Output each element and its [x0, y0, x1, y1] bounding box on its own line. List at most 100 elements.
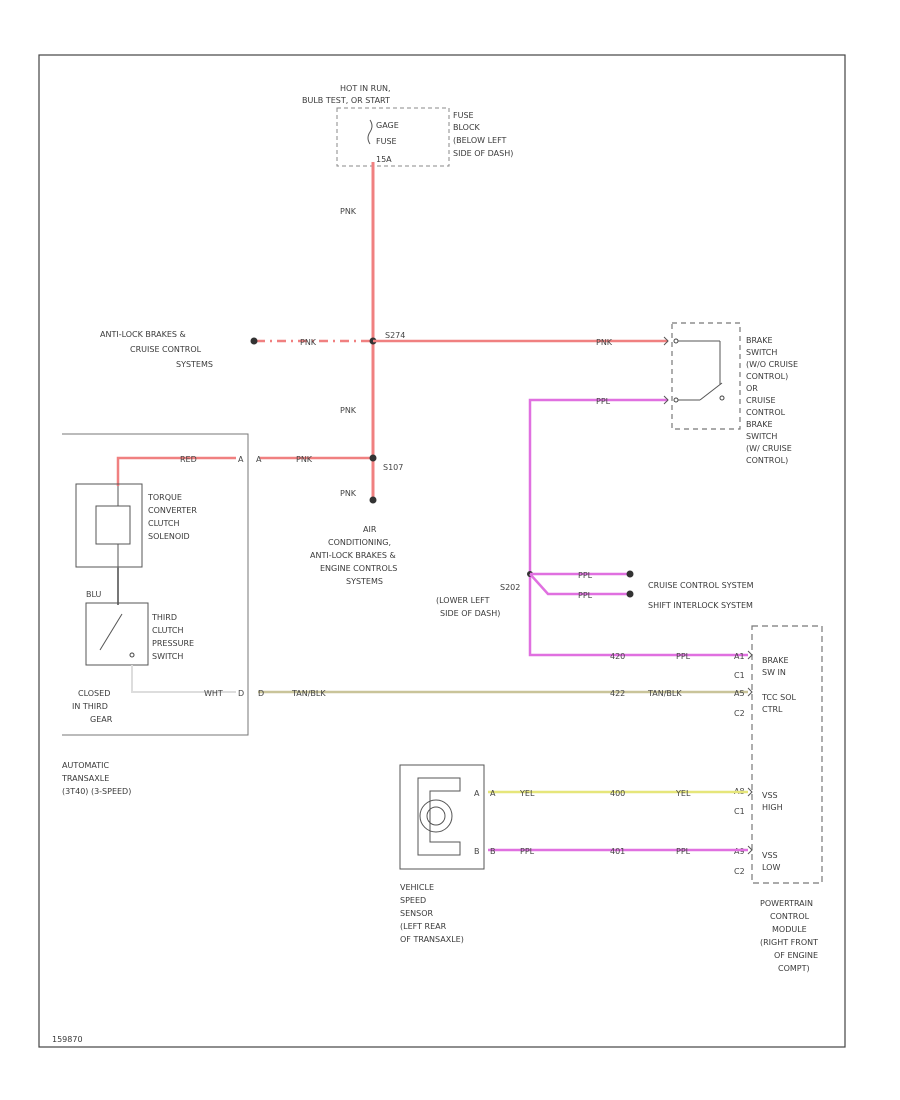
pin-mark-a9: [747, 845, 753, 855]
s202-label-l2: (LOWER LEFT: [436, 596, 490, 605]
vss-pin-b: B: [474, 847, 480, 856]
pcm-vss-high-conn: C1: [734, 807, 745, 816]
transaxle-pin-d: D: [238, 689, 244, 698]
vss-rotor: [419, 799, 453, 833]
closed-label-l2: IN THIRD: [72, 702, 108, 711]
fuse-block-label4: SIDE OF DASH): [453, 149, 513, 158]
pcm-brake-l1: BRAKE: [762, 656, 789, 665]
vss-low-num: 401: [610, 847, 625, 856]
vss-high-wire: YEL: [675, 789, 691, 798]
s202-branch-shift: [529, 573, 628, 596]
pcm-pin-marks: [663, 336, 753, 855]
brake-switch-l11: CONTROL): [746, 456, 788, 465]
s202-wire1: PPL: [578, 571, 593, 580]
tcc-label-l1: TORQUE: [147, 493, 182, 502]
third-clutch-blade: [99, 613, 123, 651]
s202-label-l3: SIDE OF DASH): [440, 609, 500, 618]
pcm-name-l2: CONTROL: [770, 912, 810, 921]
fuse-tag1: GAGE: [376, 121, 399, 130]
brake-switch-l3: (W/O CRUISE: [746, 360, 798, 369]
s202: PPL PPL S202 (LOWER LEFT SIDE OF DASH) C…: [436, 570, 754, 618]
abs-wire-label: PNK: [300, 338, 317, 347]
abs-label-line2: CRUISE CONTROL: [130, 345, 202, 354]
brake-switch-l10: (W/ CRUISE: [746, 444, 792, 453]
third-label-l1: THIRD: [151, 613, 177, 622]
pcm-tcc-l1: TCC SOL: [761, 693, 797, 702]
brake-switch-l5: OR: [746, 384, 758, 393]
vss-outer-box: [399, 764, 485, 870]
pnk-to-brake-label: PNK: [596, 338, 613, 347]
tan-wire-pin-d: D: [258, 689, 264, 698]
wire-label-pnk-top: PNK: [340, 207, 357, 216]
transaxle-name-l1: AUTOMATIC: [62, 761, 110, 770]
tan-blk-label-left: TAN/BLK: [291, 689, 326, 698]
brake-switch: BRAKE SWITCH (W/O CRUISE CONTROL) OR CRU…: [528, 322, 798, 657]
cruise-system-label: CRUISE CONTROL SYSTEM: [648, 581, 754, 590]
third-clutch-contact: [129, 652, 135, 658]
vss-low-wire: PPL: [676, 847, 691, 856]
pcm-brake-num: 420: [610, 652, 625, 661]
s107-dot: [369, 454, 377, 462]
tcc-solenoid-coil: [95, 505, 131, 545]
vss-pin-a-right: A: [490, 789, 496, 798]
brake-switch-l7: CONTROL: [746, 408, 786, 417]
pcm-vss-low-conn: C2: [734, 867, 745, 876]
pcm-name-l3: MODULE: [772, 925, 807, 934]
brake-switch-l4: CONTROL): [746, 372, 788, 381]
tcc-label-l4: SOLENOID: [148, 532, 190, 541]
pcm-name-l1: POWERTRAIN: [760, 899, 813, 908]
pcm-brake-conn: C1: [734, 671, 745, 680]
s202-wire2: PPL: [578, 591, 593, 600]
vss-wire-b-label: PPL: [520, 847, 535, 856]
footer-id: 159870: [52, 1035, 83, 1044]
pcm-name-l5: OF ENGINE: [774, 951, 818, 960]
vss-pin-b-right: B: [490, 847, 496, 856]
brake-switch-box: [671, 322, 741, 430]
pcm-name-l4: (RIGHT FRONT: [760, 938, 818, 947]
vss-high-num: 400: [610, 789, 625, 798]
pin-mark-brake-in: [663, 336, 669, 346]
vehicle-speed-sensor: A B A B YEL PPL 400 YEL 401 PPL VEHICLE …: [399, 764, 748, 944]
power-source-line2: BULB TEST, OR START: [302, 96, 390, 105]
tan-blk-num: 422: [610, 689, 625, 698]
vss-rotor-inner: [426, 806, 446, 826]
pcm-vss-low-l1: VSS: [762, 851, 778, 860]
fuse-block-label2: BLOCK: [453, 123, 481, 132]
transaxle-name-l2: TRANSAXLE: [61, 774, 109, 783]
ac-label-l1: AIR: [363, 525, 377, 534]
transaxle: A A RED TORQUE CONVERTER CLUTCH SOLENOID…: [61, 433, 262, 796]
brake-ppl-wire: [528, 398, 748, 657]
brake-switch-contact-bot: [673, 397, 679, 403]
tcc-solenoid-box: [75, 483, 143, 568]
wht-wire: [131, 665, 236, 693]
pcm-name-l6: COMPT): [778, 964, 810, 973]
transaxle-pin-a-right: A: [256, 455, 262, 464]
pcm-vss-low-pin: A9: [734, 847, 745, 856]
third-clutch-box: [85, 602, 149, 666]
shift-system-label: SHIFT INTERLOCK SYSTEM: [648, 601, 753, 610]
splice-s274-label: S274: [385, 331, 405, 340]
ac-label-l5: SYSTEMS: [346, 577, 383, 586]
transaxle-name-l3: (3T40) (3-SPEED): [62, 787, 131, 796]
s107-pnk-label: PNK: [296, 455, 313, 464]
wire-label-pnk-bot: PNK: [340, 489, 357, 498]
pcm-tcc-pin: A5: [734, 689, 745, 698]
cruise-connector-dot: [626, 570, 634, 578]
s202-label-l1: S202: [500, 583, 520, 592]
fuse-symbol: [367, 119, 373, 145]
pin-mark-a5: [747, 687, 753, 697]
fuse-block-label1: FUSE: [453, 111, 474, 120]
transaxle-red-wire: [116, 456, 236, 486]
fuse-tag2: FUSE: [376, 137, 397, 146]
shift-connector-dot: [626, 590, 634, 598]
pcm-brake-wire: PPL: [676, 652, 691, 661]
fuse-tag3: 15A: [376, 155, 392, 164]
wht-label: WHT: [204, 689, 223, 698]
vss-label-l5: OF TRANSAXLE): [400, 935, 464, 944]
pin-mark-brake-out: [663, 395, 669, 405]
transaxle-pin-a: A: [238, 455, 244, 464]
vss-label-l3: SENSOR: [400, 909, 433, 918]
brake-switch-l8: BRAKE: [746, 420, 773, 429]
blu-label: BLU: [86, 590, 102, 599]
pcm-tcc-l2: CTRL: [762, 705, 783, 714]
